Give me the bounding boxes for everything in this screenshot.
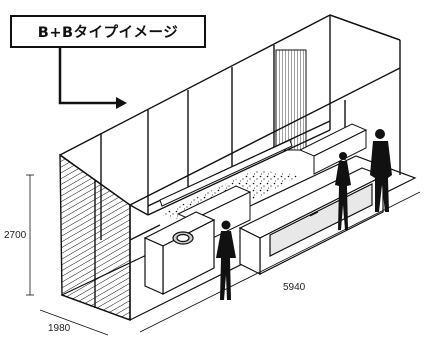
back-door-panel bbox=[275, 49, 307, 151]
height-dimension: 2700 bbox=[4, 230, 27, 241]
figure-right bbox=[370, 129, 392, 212]
back-shelf bbox=[159, 139, 293, 207]
depth-dimension: 1980 bbox=[48, 323, 71, 334]
pointer-arrow-head bbox=[116, 97, 127, 109]
title-label: B+Bタイプイメージ bbox=[10, 15, 206, 48]
figure-middle bbox=[335, 152, 351, 230]
pointer-arrow bbox=[58, 48, 118, 105]
figure-left bbox=[216, 220, 236, 300]
sink-counter bbox=[143, 211, 216, 295]
length-dimension: 5940 bbox=[283, 282, 306, 293]
dimension-lines bbox=[26, 174, 421, 336]
front-frame bbox=[59, 154, 161, 320]
